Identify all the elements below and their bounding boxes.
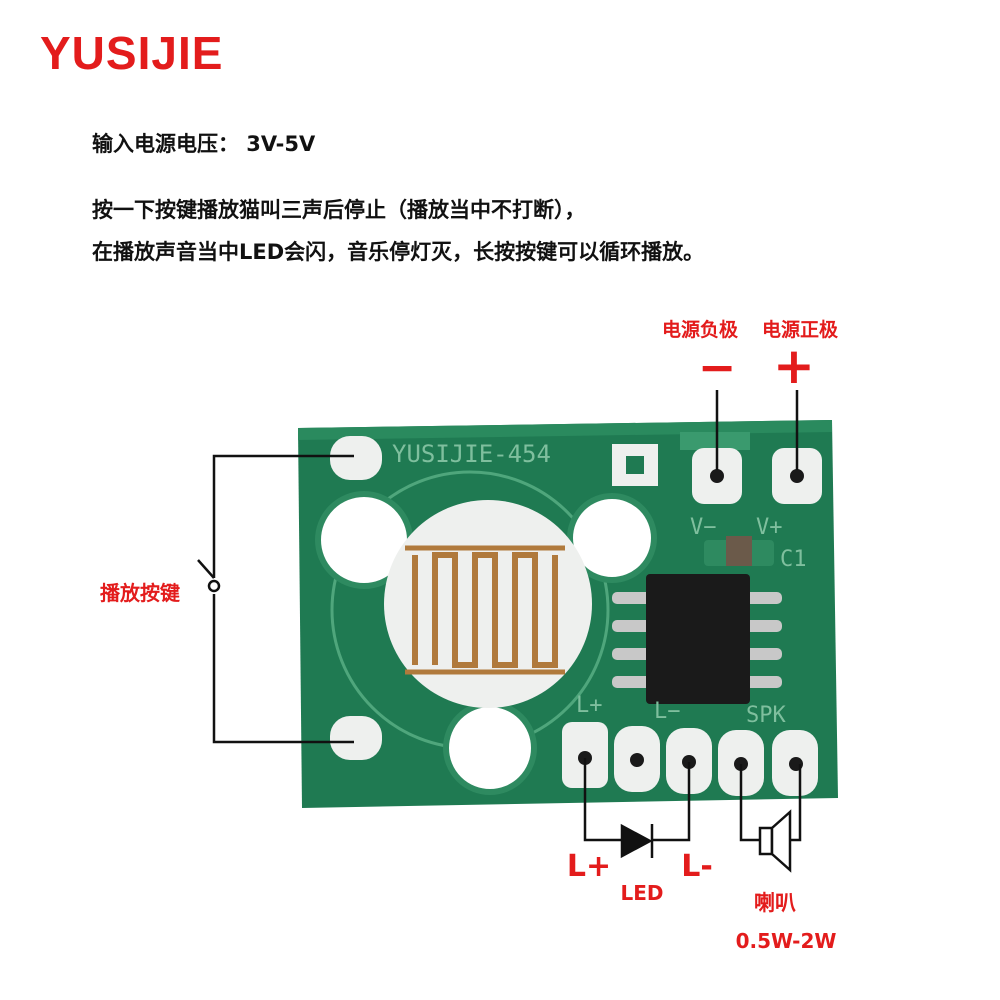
neg-pole-label: 电源负极 [662, 318, 739, 341]
description-line-2: 在播放声音当中LED会闪，音乐停灯灭，长按按键可以循环播放。 [92, 240, 705, 264]
board-model-label: YUSIJIE-454 [392, 440, 551, 468]
silk-v-plus: V+ [756, 515, 783, 540]
neg-symbol: − [698, 340, 737, 394]
play-button-label: 播放按键 [100, 581, 180, 605]
silk-l-minus: L− [654, 699, 681, 724]
silk-v-minus: V− [690, 515, 717, 540]
speaker-power-label: 0.5W-2W [736, 929, 837, 953]
play-button-switch [197, 454, 354, 744]
brand-title: YUSIJIE [40, 27, 224, 79]
silk-spk: SPK [746, 703, 786, 728]
silk-l-plus: L+ [576, 693, 603, 718]
description-line-1: 按一下按键播放猫叫三声后停止（播放当中不打断）， [92, 198, 586, 222]
l-plus-label: L+ [567, 849, 611, 884]
ic-chip [646, 574, 750, 704]
pos-symbol: + [773, 337, 815, 395]
interdigital-trace [412, 552, 558, 668]
button-pad-top [330, 436, 382, 480]
silk-c1: C1 [780, 547, 807, 572]
l-minus-label: L- [681, 849, 713, 884]
input-voltage-text: 输入电源电压： 3V-5V [92, 132, 316, 156]
mount-hole-right [567, 493, 657, 583]
led-symbol [583, 758, 691, 859]
capacitor-c1 [726, 536, 752, 566]
speaker-label: 喇叭 [754, 891, 796, 915]
pos-pole-label: 电源正极 [762, 318, 839, 341]
mount-hole-bottom [443, 701, 537, 795]
led-label: LED [620, 881, 663, 905]
button-pad-bottom [330, 716, 382, 760]
pcb-board: YUSIJIE-454 V− V+ C1 L+ L− SPK [298, 420, 838, 808]
speaker-icon [739, 764, 802, 873]
bottom-pads [562, 722, 818, 796]
